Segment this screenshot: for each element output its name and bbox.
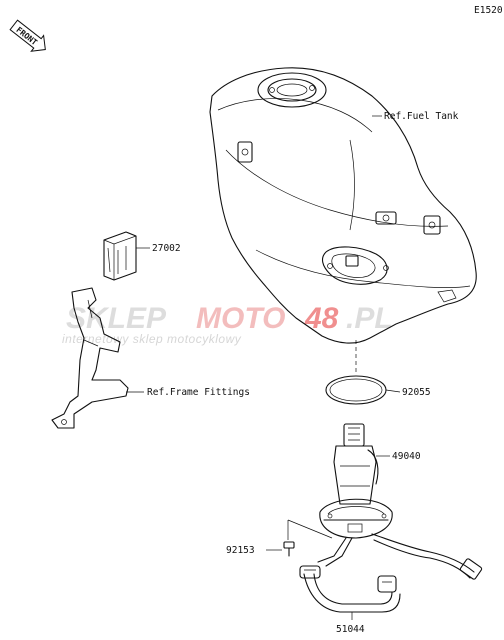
watermark: SKLEP MOTO 48 .PL internetowy sklep moto… [62,302,393,346]
diagram-code: E1520 [474,5,503,16]
connector-part [103,231,137,281]
label-ref-fuel-tank: Ref.Fuel Tank [384,111,459,122]
watermark-tagline: internetowy sklep motocyklowy [62,332,242,346]
watermark-brand-c: 48 [304,302,339,335]
label-92153: 92153 [226,545,255,556]
front-arrow-icon: FRONT [9,19,46,52]
fuel-pump-part [317,423,483,580]
label-49040: 49040 [392,451,421,462]
hose-part [299,565,401,613]
fuel-tank [209,67,477,344]
bolt-part [283,519,333,557]
gasket-part [325,375,387,405]
watermark-brand-b: MOTO [196,302,285,335]
watermark-brand-a: SKLEP [66,302,167,335]
label-27002: 27002 [152,243,181,254]
frame-bracket-part [51,287,129,429]
label-92055: 92055 [402,387,431,398]
label-ref-frame-fittings: Ref.Frame Fittings [147,387,250,398]
label-51044: 51044 [336,624,365,635]
